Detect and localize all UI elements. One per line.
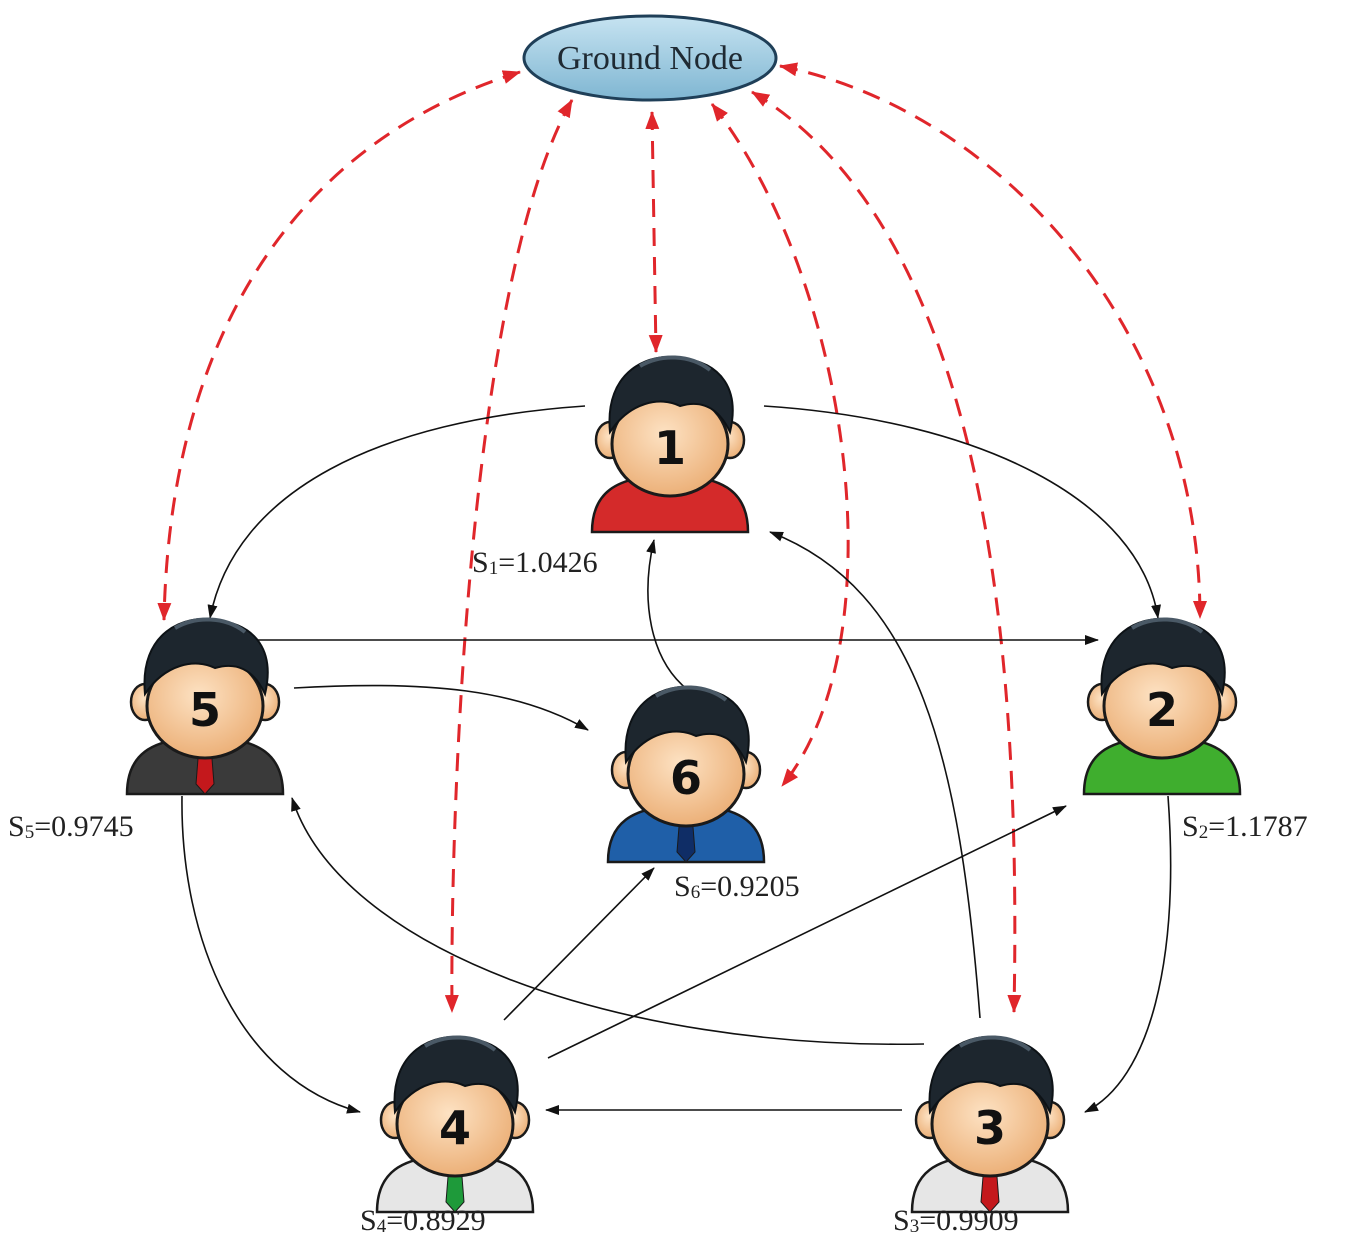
- hair-highlight: [654, 685, 728, 702]
- user-node-3: 3: [910, 1035, 1070, 1214]
- edge-1-to-2: [763, 405, 1161, 619]
- score-labels: S1=1.0426 S2=1.1787 S3=0.9909 S4=0.8929 …: [8, 546, 1308, 1237]
- node-label-2: 2: [1146, 683, 1178, 737]
- score-label-1: S1=1.0426: [472, 546, 598, 579]
- user-node-4: 4: [375, 1035, 535, 1214]
- node-label-5: 5: [189, 683, 221, 737]
- score-label-4: S4=0.8929: [360, 1204, 486, 1237]
- ground-links: [157, 62, 1207, 1013]
- node-label-1: 1: [654, 421, 686, 475]
- ground-link-5: [157, 70, 521, 621]
- user-nodes: 1 2 3 4 5 6: [125, 355, 1242, 1214]
- node-label-3: 3: [974, 1101, 1006, 1155]
- edge-5-to-4: [181, 795, 361, 1114]
- hair-highlight: [173, 617, 247, 634]
- edge-3-to-1: [769, 531, 981, 1019]
- edge-3-to-5: [291, 797, 925, 1046]
- hair-highlight: [423, 1035, 497, 1052]
- score-label-6: S6=0.9205: [674, 870, 800, 903]
- score-label-2: S2=1.1787: [1182, 810, 1308, 843]
- user-node-1: 1: [590, 355, 750, 534]
- score-label-5: S5=0.9745: [8, 810, 134, 843]
- ground-link-4: [444, 99, 574, 1013]
- hair-highlight: [958, 1035, 1032, 1052]
- hair-highlight: [638, 355, 712, 372]
- node-label-6: 6: [670, 751, 702, 805]
- edge-1-to-5: [207, 405, 586, 619]
- user-node-6: 6: [606, 685, 766, 864]
- score-label-3: S3=0.9909: [893, 1204, 1019, 1237]
- ground-link-2: [779, 62, 1207, 619]
- edge-5-to-6: [293, 684, 589, 731]
- ground-node: Ground Node: [522, 14, 778, 102]
- hair-highlight: [1130, 617, 1204, 634]
- ground-node-label: Ground Node: [557, 40, 743, 77]
- edge-2-to-3: [1084, 795, 1172, 1113]
- edge-4-to-6: [503, 867, 655, 1021]
- user-node-2: 2: [1082, 617, 1242, 796]
- node-label-4: 4: [439, 1101, 471, 1155]
- ground-link-1: [645, 111, 663, 353]
- peer-links: [181, 405, 1172, 1115]
- user-node-5: 5: [125, 617, 285, 796]
- edge-6-to-1: [646, 539, 689, 691]
